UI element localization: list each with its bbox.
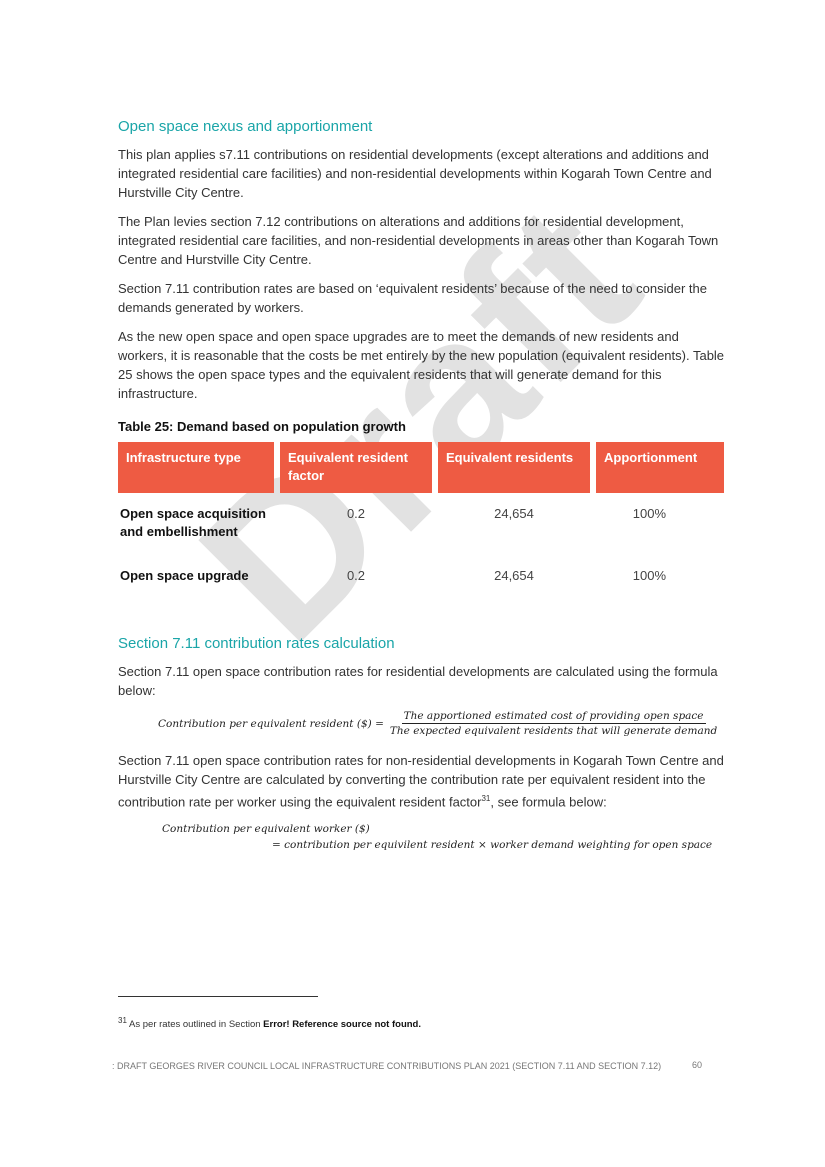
formula-per-resident: Contribution per equivalent resident ($)… <box>158 710 730 737</box>
page-content: Open space nexus and apportionment This … <box>118 118 730 853</box>
footnote-reference[interactable]: 31 <box>481 794 491 803</box>
paragraph: The Plan levies section 7.12 contributio… <box>118 214 719 267</box>
paragraph: As the new open space and open space upg… <box>118 329 725 401</box>
page-number: 60 <box>692 1060 703 1070</box>
row-infrastructure-type: Open space upgrade <box>120 568 249 583</box>
table-header-row: Infrastructure type Equivalent resident … <box>118 442 724 493</box>
row-apportionment: 100% <box>632 506 666 521</box>
footnote: 31 As per rates outlined in Section Erro… <box>118 1016 421 1031</box>
table-row: Open space acquisition and embellishment… <box>118 493 724 549</box>
row-factor: 0.2 <box>346 506 366 521</box>
header-apportionment: Apportionment <box>596 442 724 493</box>
paragraph: Section 7.11 open space contribution rat… <box>118 753 724 810</box>
formula-line: = contribution per equivilent resident ×… <box>272 839 713 852</box>
demand-table: Infrastructure type Equivalent resident … <box>112 442 730 593</box>
footnote-divider <box>118 996 318 997</box>
paragraph: This plan applies s7.11 contributions on… <box>118 147 712 200</box>
table-caption: Table 25: Demand based on population gro… <box>118 419 406 434</box>
reference-error: Error! Reference source not found. <box>263 1019 421 1031</box>
paragraph: Section 7.11 open space contribution rat… <box>118 664 718 698</box>
page-footer: : DRAFT GEORGES RIVER COUNCIL LOCAL INFR… <box>112 1061 662 1071</box>
formula-denominator: The expected equivalent residents that w… <box>389 725 718 737</box>
row-residents: 24,654 <box>494 506 534 521</box>
formula-fraction: The apportioned estimated cost of provid… <box>388 710 719 737</box>
formula-lhs: Contribution per equivalent resident ($)… <box>158 717 384 730</box>
section-heading-rates: Section 7.11 contribution rates calculat… <box>118 635 395 652</box>
formula-per-worker: Contribution per equivalent worker ($) =… <box>162 821 730 853</box>
table-row: Open space upgrade 0.2 24,654 100% <box>118 549 724 593</box>
paragraph: Section 7.11 contribution rates are base… <box>118 281 707 315</box>
row-factor: 0.2 <box>346 568 366 583</box>
formula-line: Contribution per equivalent worker ($) <box>162 823 370 836</box>
row-apportionment: 100% <box>632 568 666 583</box>
row-infrastructure-type: Open space acquisition and embellishment <box>120 506 266 539</box>
row-residents: 24,654 <box>494 568 534 583</box>
header-equivalent-resident-factor: Equivalent resident factor <box>280 442 432 493</box>
header-infrastructure-type: Infrastructure type <box>118 442 274 493</box>
section-heading-nexus: Open space nexus and apportionment <box>118 118 373 135</box>
formula-numerator: The apportioned estimated cost of provid… <box>401 710 706 724</box>
header-equivalent-residents: Equivalent residents <box>438 442 590 493</box>
